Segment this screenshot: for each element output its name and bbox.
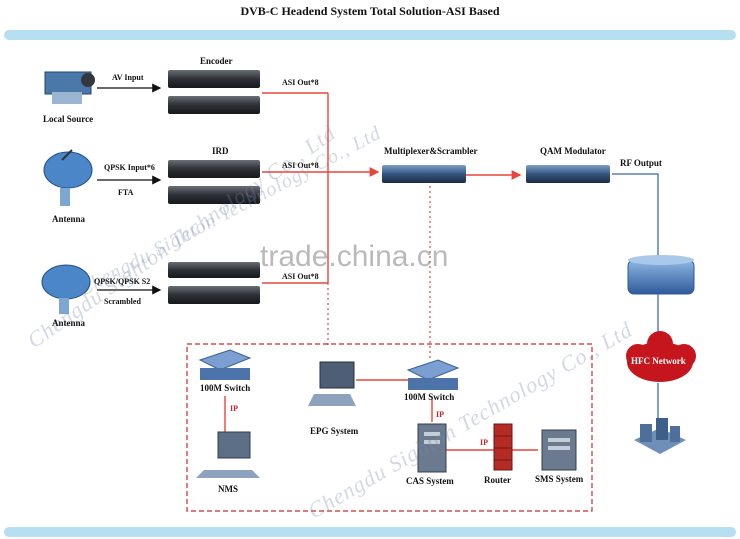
ip-label-2: IP (436, 410, 444, 419)
rf-output-link (612, 173, 659, 258)
hfc-network-cloud-icon (626, 331, 696, 382)
local-source-label: Local Source (43, 114, 94, 124)
rf-cylinder-icon (627, 255, 695, 295)
switch-label-1: 100M Switch (200, 383, 251, 393)
management-network-box (186, 343, 593, 512)
ird-label: IRD (212, 146, 229, 156)
asi-out-label-3: ASI Out*8 (282, 272, 319, 281)
ird-device-lower (168, 262, 260, 304)
qam-label: QAM Modulator (540, 146, 606, 156)
ird-device (168, 160, 260, 204)
nms-label: NMS (218, 484, 238, 494)
encoder-label: Encoder (200, 56, 233, 66)
switch-icon (406, 359, 460, 390)
antenna-label-2: Antenna (52, 318, 86, 328)
antenna-icon (43, 149, 93, 206)
cas-label: CAS System (406, 476, 454, 486)
epg-label: EPG System (310, 426, 359, 436)
buildings-icon (634, 418, 686, 454)
antenna-label-1: Antenna (52, 214, 86, 224)
ip-label-3: IP (480, 438, 488, 447)
page-title: DVB-C Headend System Total Solution-ASI … (240, 4, 500, 18)
qpsk-s2-label: QPSK/QPSK S2 (94, 277, 151, 286)
sms-label: SMS System (535, 474, 584, 484)
encoder-device (168, 70, 260, 114)
epg-computer-icon (308, 361, 356, 406)
asi-links (262, 92, 522, 284)
bottom-accent-bar (4, 527, 736, 537)
antenna-icon (41, 264, 91, 314)
cas-server-icon (417, 423, 447, 473)
rf-output-label: RF Output (620, 158, 662, 168)
asi-out-label-1: ASI Out*8 (282, 78, 319, 87)
nms-laptop-icon (196, 431, 260, 478)
ip-label-1: IP (230, 404, 238, 413)
top-accent-bar (4, 30, 736, 40)
multiplexer-device (382, 165, 466, 183)
network-links (224, 379, 538, 451)
watermark-center: trade.china.cn (260, 240, 449, 273)
local-source-icon (44, 71, 95, 104)
hfc-network-label: HFC Network (631, 356, 686, 366)
scrambled-label: Scrambled (104, 297, 141, 306)
fta-label: FTA (118, 188, 134, 197)
multiplexer-label: Multiplexer&Scrambler (384, 146, 478, 156)
router-label: Router (484, 475, 511, 485)
qam-modulator-device (526, 165, 610, 183)
av-input-label: AV Input (112, 73, 144, 82)
qpsk-input-label: QPSK Input*6 (104, 163, 155, 172)
asi-out-label-2: ASI Out*8 (282, 161, 319, 170)
switch-label-2: 100M Switch (404, 392, 455, 402)
sms-server-icon (541, 429, 577, 471)
router-firewall-icon (493, 423, 513, 471)
switch-icon (198, 349, 252, 380)
